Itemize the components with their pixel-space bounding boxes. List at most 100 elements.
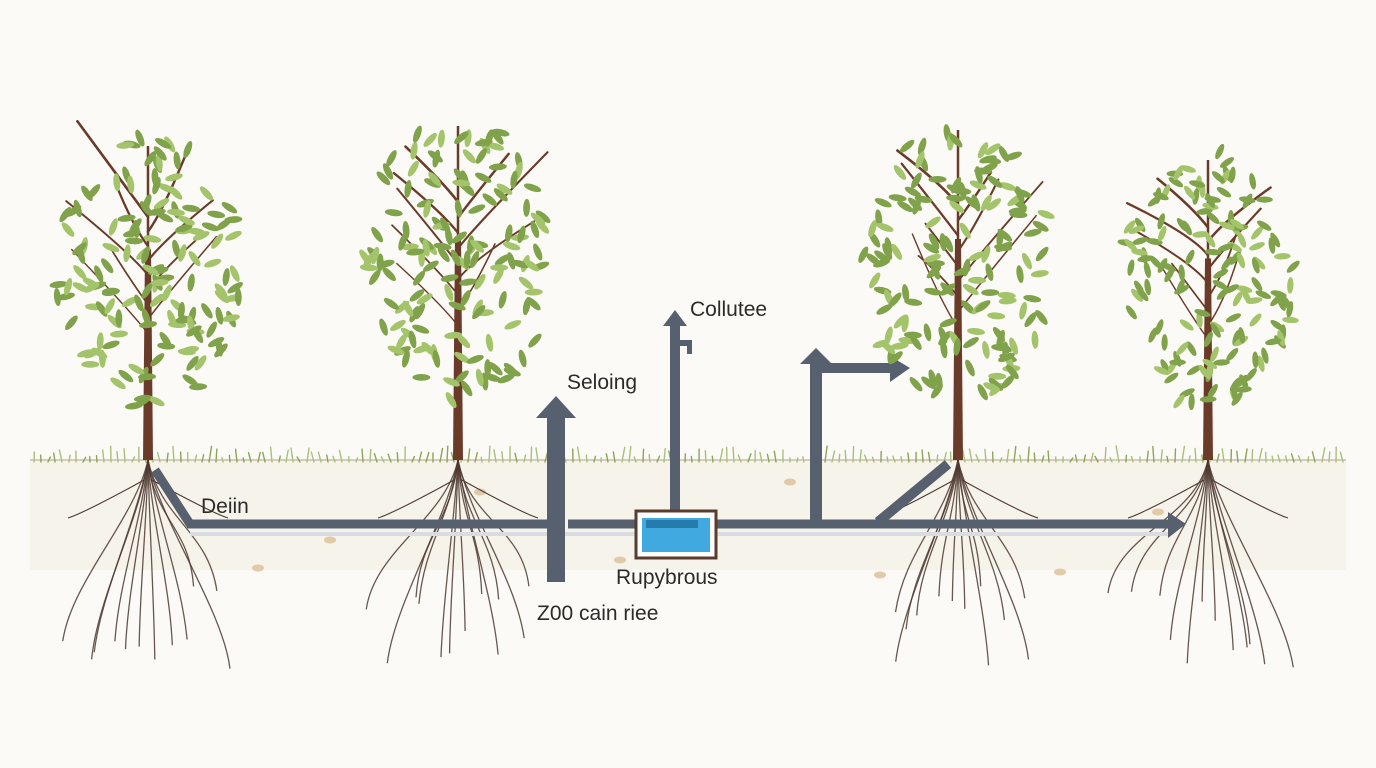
leaf [409,289,425,302]
grass-blade [1236,450,1239,463]
leaf [1178,264,1185,282]
leaf [1256,196,1273,203]
grass-blade [999,457,1003,463]
grass-blade [859,449,862,463]
leaf [1186,365,1202,376]
label-collutee: Collutee [690,298,768,321]
leaf [1022,252,1032,270]
root [1207,459,1248,648]
grass-blade [269,446,273,463]
leaf [398,233,407,251]
leaf [968,276,987,284]
leaf [962,283,979,296]
grass-blade [605,453,609,463]
grass-blade [831,450,836,463]
leaf [379,318,388,336]
leaf [923,254,941,263]
tree-icon [1117,143,1300,460]
leaf [1232,291,1243,307]
leaf [1143,261,1151,279]
label-zoo-cain-riee: Z00 cain riee [537,602,659,625]
leaf [1211,171,1225,184]
grass-blade [1033,452,1036,463]
root [895,459,959,662]
grass-blade [338,449,343,463]
grass-blade [262,451,266,463]
grass-blade [927,451,931,463]
leaf [939,318,957,328]
leaf [101,258,114,274]
root [1169,459,1209,640]
leaf [1204,331,1213,348]
leaf [1157,213,1165,230]
arrow-right-icon [890,356,910,382]
leaf [903,331,922,339]
grass-blade [488,445,491,463]
leaf [1196,208,1213,215]
leaf [925,216,941,229]
leaf [206,321,217,338]
leaf [1182,220,1192,236]
leaf [234,288,242,306]
leaf [899,139,915,153]
leaf [930,262,941,280]
leaf [63,277,73,296]
leaf [888,351,903,365]
leaf [1255,290,1272,299]
grass-blade [1277,454,1281,463]
tree-icon [858,124,1055,460]
valve-collutee-stem [687,340,692,354]
grass-blade [961,448,966,463]
root [147,459,173,646]
leaf [102,340,120,350]
leaf [423,260,439,272]
leaf [192,231,210,241]
leaf [371,227,383,243]
diagonal-pipe [874,460,952,526]
root [894,459,959,613]
grass-blade [1181,445,1186,463]
leaf [897,201,914,212]
tree-branch [108,245,149,306]
leaf [201,222,220,232]
leaf [1136,287,1149,302]
leaf [108,218,118,236]
leaf [462,149,476,164]
leaf [1157,226,1167,242]
leaf [893,314,908,329]
leaf [1270,320,1285,331]
leaf [1216,287,1230,300]
leaf [413,270,426,286]
grass-blade [467,448,471,463]
leaf [149,293,164,308]
root [138,459,149,647]
grass-blade [648,453,651,463]
root [905,459,959,630]
leaf [1236,252,1246,269]
leaf [911,172,922,189]
leaf [965,196,980,210]
grass-blade [1297,455,1302,463]
leaf [81,361,100,368]
leaf [502,241,521,251]
grass-blade [802,456,805,463]
root [114,459,149,642]
leaf [1216,186,1232,198]
leaf [875,209,883,228]
leaf [890,342,909,350]
leaf [125,237,143,245]
grass-blade [612,451,616,463]
branch-horizontal [816,363,892,373]
leaf [1186,341,1197,356]
grass-blade [1090,452,1094,463]
leaf [1199,396,1217,403]
leaf [1132,237,1149,245]
leaf [138,366,149,384]
grass-blade [975,453,980,463]
grass-blade [53,452,56,463]
leaf [1128,225,1145,234]
grass-blade [719,448,724,463]
leaf [207,210,226,219]
tree-branch [456,151,549,250]
grass-blade [242,457,245,463]
